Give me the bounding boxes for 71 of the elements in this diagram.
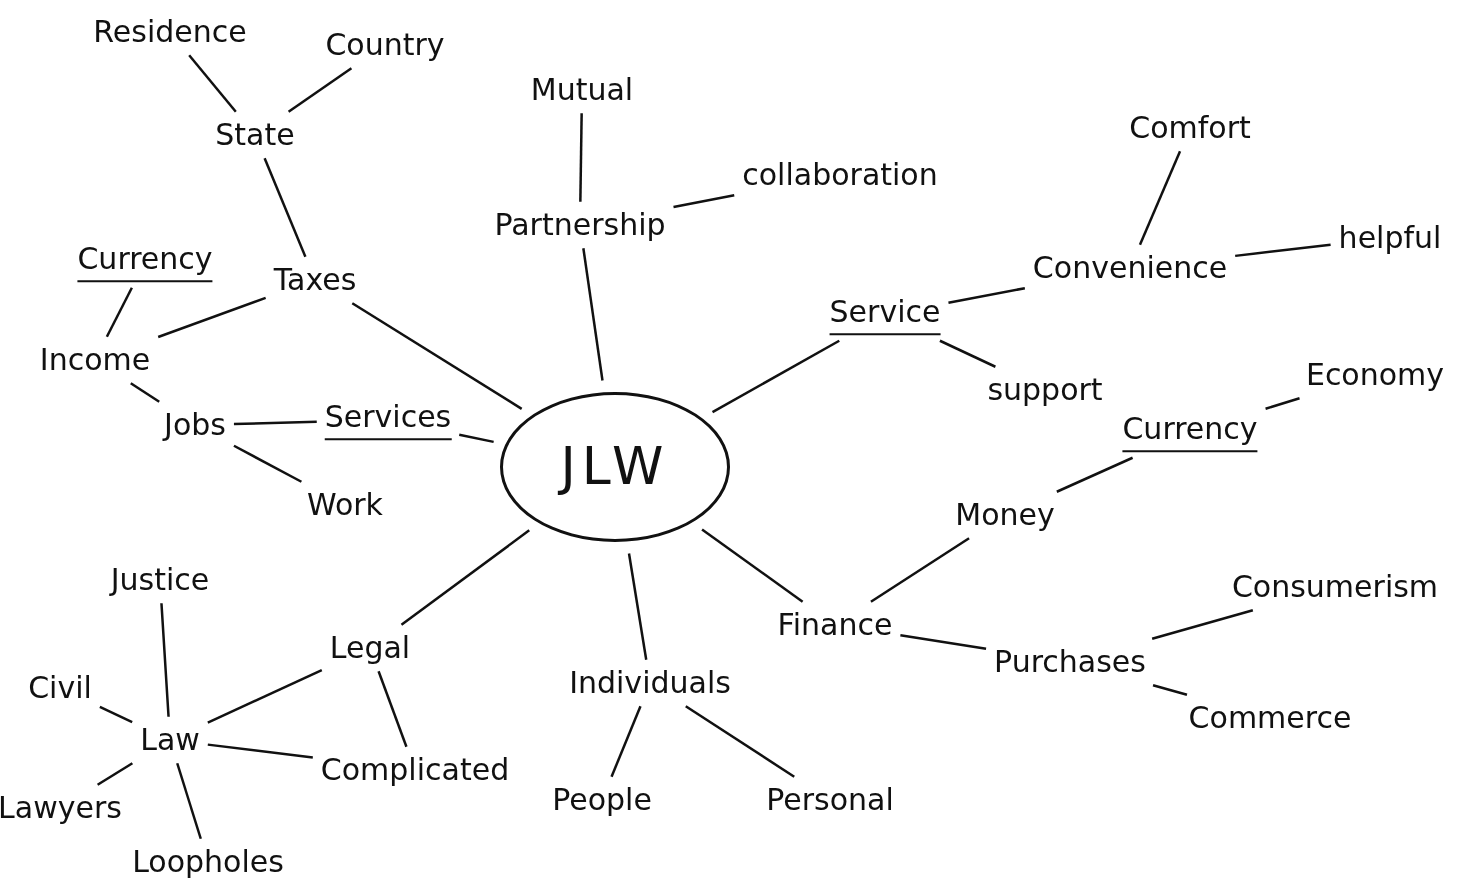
- connector-line: [233, 444, 302, 483]
- connector-line: [870, 537, 970, 603]
- connector-line: [400, 529, 530, 626]
- topic-label: support: [987, 372, 1103, 408]
- topic-label: Convenience: [1032, 250, 1228, 286]
- connector-line: [105, 287, 133, 338]
- central-topic-ellipse: JLW: [500, 392, 730, 542]
- connector-line: [160, 603, 170, 717]
- topic-label: Consumerism: [1231, 569, 1439, 605]
- topic-label: Lawyers: [0, 790, 122, 826]
- topic-label: helpful: [1338, 220, 1442, 256]
- connector-line: [627, 553, 648, 660]
- connector-line: [579, 113, 583, 202]
- connector-line: [263, 157, 307, 258]
- topic-label: Personal: [766, 782, 894, 818]
- connector-line: [130, 382, 160, 403]
- connector-line: [1265, 397, 1300, 410]
- connector-line: [99, 705, 133, 724]
- connector-line: [685, 705, 795, 778]
- topic-label: Money: [955, 497, 1055, 533]
- topic-label: Commerce: [1188, 700, 1352, 736]
- topic-label: Partnership: [494, 207, 666, 243]
- connector-line: [711, 339, 840, 414]
- connector-line: [157, 296, 267, 339]
- topic-label: collaboration: [742, 157, 938, 193]
- connector-line: [233, 420, 317, 426]
- connector-line: [96, 762, 134, 786]
- connector-line: [351, 302, 523, 410]
- topic-label: Service: [829, 295, 941, 335]
- topic-label: Currency: [77, 242, 213, 282]
- connector-line: [1151, 609, 1254, 640]
- connector-line: [1152, 684, 1188, 696]
- connector-line: [701, 528, 804, 603]
- topic-label: Taxes: [273, 262, 357, 298]
- topic-label: Work: [307, 487, 383, 523]
- connector-line: [1138, 150, 1182, 246]
- topic-label: Residence: [93, 14, 247, 50]
- connector-line: [207, 743, 313, 759]
- connector-line: [188, 54, 237, 113]
- topic-label: Income: [39, 342, 151, 378]
- topic-label: Loopholes: [132, 844, 284, 880]
- topic-label: Legal: [329, 630, 411, 666]
- topic-label: Complicated: [320, 752, 510, 788]
- topic-label: People: [552, 782, 652, 818]
- topic-label: Economy: [1305, 357, 1445, 393]
- topic-label: State: [215, 117, 295, 153]
- connector-line: [948, 286, 1026, 305]
- topic-label: Mutual: [530, 72, 634, 108]
- connector-line: [176, 762, 202, 840]
- connector-line: [1056, 456, 1134, 493]
- connector-line: [673, 194, 735, 209]
- topic-label: Jobs: [164, 407, 226, 443]
- connector-line: [939, 339, 996, 368]
- connector-line: [582, 248, 604, 381]
- connector-line: [207, 669, 323, 724]
- topic-label: Country: [325, 27, 445, 63]
- connector-line: [1235, 243, 1331, 258]
- connector-line: [287, 67, 353, 113]
- topic-label: Civil: [28, 670, 92, 706]
- topic-label: Law: [140, 722, 200, 758]
- connector-line: [459, 433, 494, 444]
- connector-line: [377, 670, 408, 748]
- topic-label: Services: [324, 400, 452, 440]
- topic-label: Finance: [777, 607, 893, 643]
- topic-label: Currency: [1122, 412, 1258, 452]
- topic-label: Purchases: [994, 644, 1146, 680]
- topic-label: Comfort: [1129, 110, 1251, 146]
- connector-line: [610, 705, 642, 778]
- topic-label: Justice: [110, 562, 210, 598]
- topic-label: Individuals: [569, 665, 731, 701]
- connector-line: [900, 634, 987, 650]
